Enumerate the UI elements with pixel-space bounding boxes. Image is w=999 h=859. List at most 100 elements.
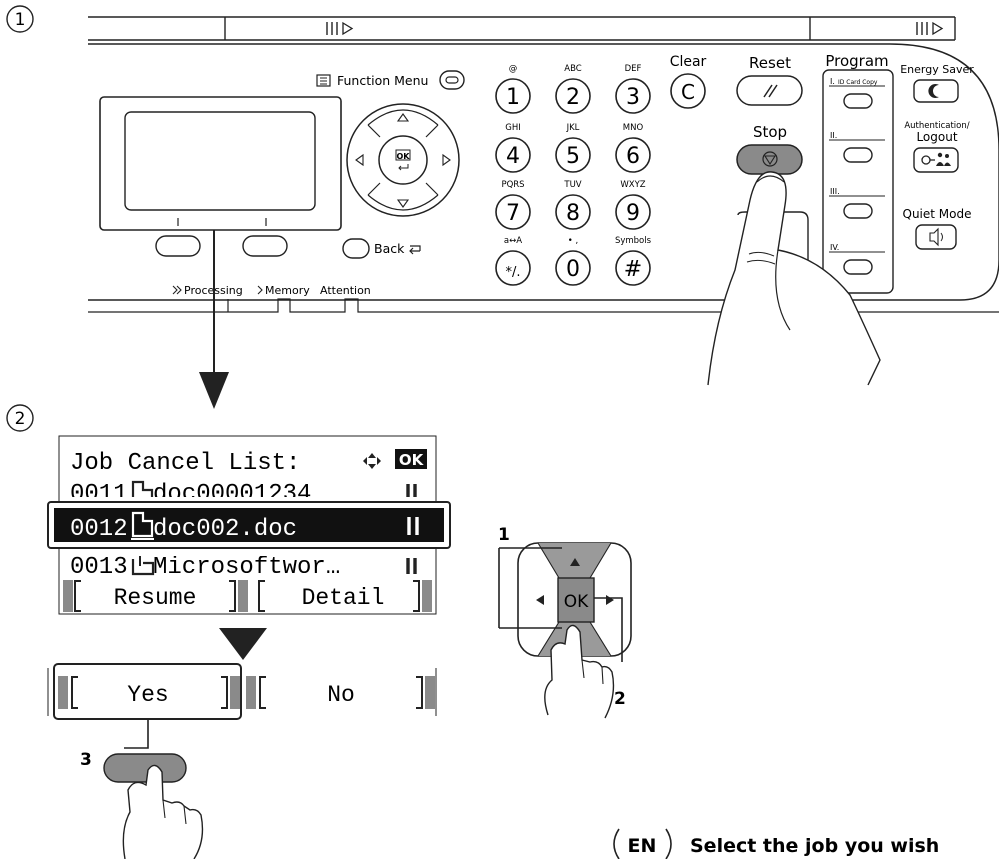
- back-button[interactable]: [342, 238, 370, 259]
- keypad-sub-label: MNO: [623, 123, 644, 133]
- svg-text:doc00001234: doc00001234: [153, 481, 311, 508]
- keypad-key-11[interactable]: Symbols#: [615, 236, 652, 286]
- program-slot-label: IV.: [830, 243, 839, 252]
- keypad-digit: 3: [626, 85, 640, 110]
- moon-icon: [928, 84, 939, 98]
- hand-pressing-stop: [707, 171, 881, 386]
- keypad-digit: 5: [566, 144, 580, 169]
- authentication-label: Authentication/: [904, 121, 969, 131]
- panel-nav-ring: OK: [346, 103, 460, 217]
- program-slot-1[interactable]: I.ID Card Copy: [829, 77, 885, 109]
- back-arrow-icon: [409, 245, 421, 255]
- soft-key-right[interactable]: [242, 235, 288, 257]
- keypad-digit: 8: [566, 201, 580, 226]
- job-row-0011[interactable]: 0011 doc00001234: [70, 480, 417, 508]
- processing-indicator: Processing: [172, 284, 243, 297]
- svg-text:Resume: Resume: [114, 585, 197, 611]
- key-user-icon: [921, 152, 951, 166]
- hand-pressing-soft-key: [122, 764, 204, 859]
- stop-button[interactable]: [736, 144, 803, 175]
- handle-slot-left: [326, 21, 354, 36]
- clear-key[interactable]: [670, 73, 706, 109]
- keypad-sub-label: a↔A: [504, 236, 522, 246]
- energy-saver-button[interactable]: [913, 79, 959, 103]
- logout-button[interactable]: [913, 147, 959, 173]
- panel-lcd-screen: [124, 111, 316, 211]
- pause-icon: [407, 517, 419, 535]
- svg-text:OK: OK: [399, 451, 425, 469]
- stop-icon: [762, 151, 778, 167]
- handle-slot-right: [916, 21, 944, 36]
- svg-text:0011: 0011: [70, 481, 128, 508]
- program-slot-label: III.: [830, 187, 840, 196]
- caption-text: Select the job you wish: [690, 835, 939, 857]
- program-slot-4[interactable]: IV.: [829, 243, 885, 275]
- confirm-lcd: Yes No: [47, 663, 437, 720]
- keypad-digit: 0: [566, 257, 580, 282]
- result-arrow: [219, 628, 267, 660]
- keypad-digit: 6: [626, 144, 640, 169]
- control-panel: Function Menu OK Back Proces: [88, 16, 999, 386]
- program-slot-3[interactable]: III.: [829, 187, 885, 219]
- reset-button[interactable]: [736, 75, 803, 106]
- yes-button[interactable]: Yes: [53, 663, 242, 720]
- dpad-ok-key[interactable]: [557, 577, 595, 623]
- soft-key-detail[interactable]: Detail: [258, 580, 432, 612]
- job-row-0013[interactable]: 0013 Microsoftwor…: [70, 552, 417, 581]
- keypad-sub-label: WXYZ: [620, 180, 645, 190]
- left-arrow-icon: [536, 595, 544, 605]
- svg-text:OK: OK: [564, 592, 589, 612]
- keypad-sub-label: TUV: [563, 180, 581, 190]
- keypad-key-5[interactable]: MNO 6: [615, 123, 651, 173]
- lcd-title: Job Cancel List:: [70, 450, 300, 477]
- keypad-key-9[interactable]: a↔A*/.: [495, 236, 531, 286]
- program-slot-label: II.: [830, 131, 837, 140]
- callout-2: 2: [614, 689, 626, 709]
- keypad-sub-label: DEF: [625, 64, 642, 74]
- keypad-digit: 4: [506, 144, 520, 169]
- keypad-key-0[interactable]: @1: [495, 64, 531, 114]
- function-menu-icon: [316, 74, 331, 87]
- svg-text:Memory: Memory: [265, 284, 310, 297]
- keypad-sub-label: • ,: [568, 236, 578, 246]
- program-slot-label: I.: [830, 77, 835, 86]
- print-job-icon: [131, 556, 155, 576]
- soft-key-left[interactable]: [155, 235, 201, 257]
- hardware-soft-key[interactable]: [103, 753, 187, 783]
- keypad-key-7[interactable]: TUV 8: [555, 180, 591, 230]
- keypad-key-2[interactable]: DEF 3: [615, 64, 651, 114]
- keypad-sub-label: ABC: [564, 64, 581, 74]
- keypad-digit: 9: [626, 201, 640, 226]
- no-button[interactable]: No: [246, 676, 435, 709]
- keypad-digit: 2: [566, 85, 580, 110]
- svg-text:No: No: [327, 682, 355, 708]
- svg-text:Yes: Yes: [127, 682, 168, 708]
- memory-indicator: Memory: [257, 284, 310, 297]
- function-menu-button[interactable]: [439, 70, 465, 90]
- reset-label: Reset: [749, 54, 791, 72]
- hand-pressing-ok: [544, 624, 615, 719]
- keypad-key-8[interactable]: WXYZ 9: [615, 180, 651, 230]
- svg-text:Microsoftwor…: Microsoftwor…: [153, 554, 340, 581]
- svg-text:C: C: [681, 80, 695, 104]
- svg-text:0013: 0013: [70, 554, 128, 581]
- svg-text:OK: OK: [397, 152, 411, 161]
- keypad-key-10[interactable]: • , 0: [555, 236, 591, 286]
- lcd-ok-badge: [395, 449, 427, 469]
- soft-key-resume[interactable]: Resume: [63, 580, 248, 612]
- print-job-icon: [131, 480, 154, 497]
- program-slot-2[interactable]: II.: [829, 131, 885, 163]
- job-row-0012-selected[interactable]: 0012 doc002.doc: [47, 501, 451, 549]
- print-job-icon: [131, 511, 154, 540]
- quiet-mode-button[interactable]: [915, 224, 957, 250]
- quiet-mode-label: Quiet Mode: [903, 207, 972, 221]
- attention-indicator: Attention: [320, 284, 371, 297]
- keypad-key-1[interactable]: ABC 2: [555, 64, 591, 114]
- keypad-sub-label: PQRS: [501, 180, 524, 190]
- svg-text:EN: EN: [628, 835, 657, 857]
